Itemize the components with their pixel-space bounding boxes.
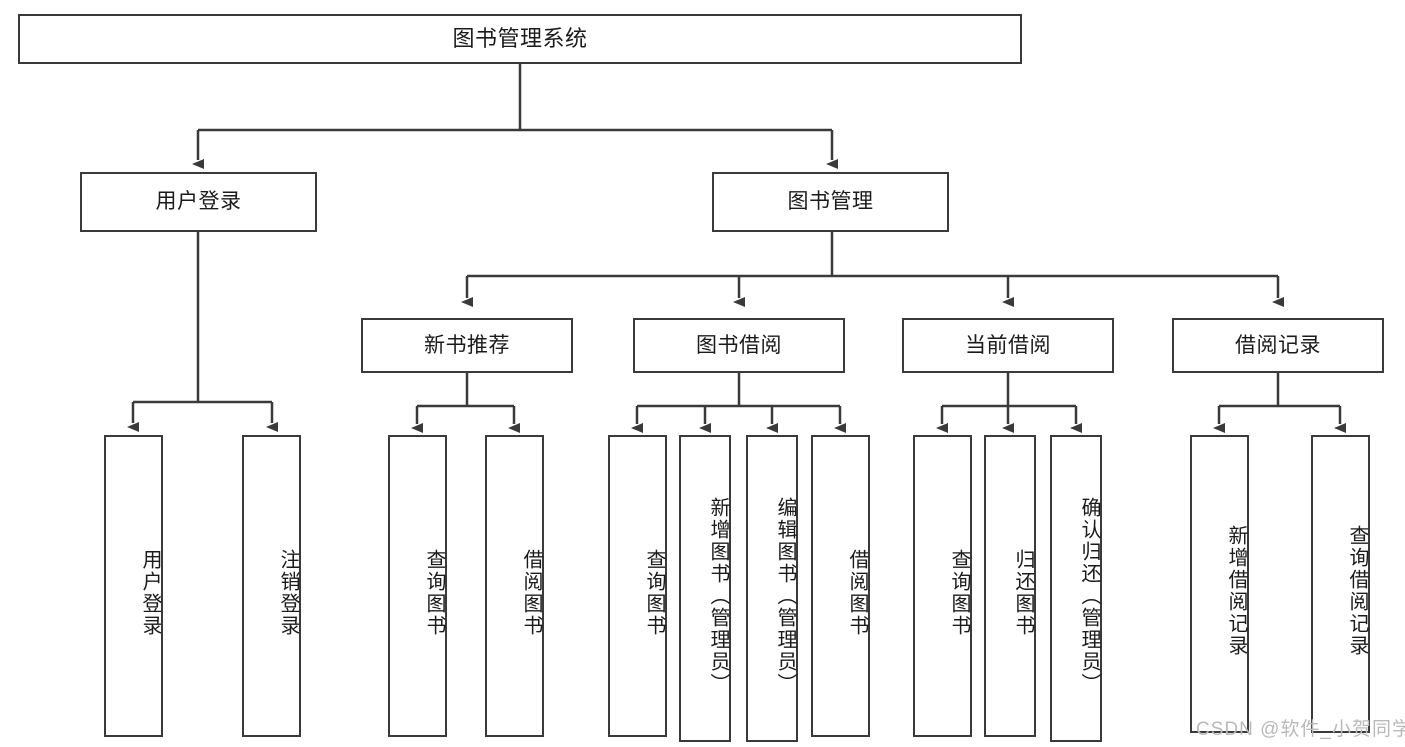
leaf-borrow-record-add[interactable]: 新增借阅记录 [1190,435,1249,733]
node-book-management[interactable]: 图书管理 [712,172,949,232]
node-label: 新书推荐 [424,333,510,357]
leaf-current-borrow-confirm[interactable]: 确认归还（管理员） [1050,435,1102,742]
node-label: 查询图书 [643,549,665,637]
leaf-book-borrow-add[interactable]: 新增图书（管理员） [679,435,731,742]
node-label: 图书管理系统 [452,25,588,51]
node-label: 用户登录 [155,190,242,214]
node-new-book-recommend[interactable]: 新书推荐 [361,318,573,373]
node-label: 新增借阅记录 [1225,525,1247,657]
leaf-book-borrow-query[interactable]: 查询图书 [608,435,667,737]
node-label: 编辑图书（管理员） [774,496,796,695]
node-label: 查询图书 [423,549,445,637]
node-label: 借阅图书 [846,549,868,637]
watermark-csdn: CSDN @软件_小贺同学 [1196,719,1405,740]
leaf-new-book-query[interactable]: 查询图书 [388,435,447,737]
node-label: 查询借阅记录 [1346,525,1368,657]
node-root-system[interactable]: 图书管理系统 [18,14,1022,64]
node-label: 借阅图书 [520,549,542,637]
leaf-borrow-record-query[interactable]: 查询借阅记录 [1311,435,1370,733]
node-user-login[interactable]: 用户登录 [80,172,317,232]
node-book-borrow[interactable]: 图书借阅 [633,318,845,373]
node-label: 新增图书（管理员） [707,496,729,695]
leaf-current-borrow-query[interactable]: 查询图书 [913,435,972,737]
node-label: 查询图书 [948,549,970,637]
node-label: 当前借阅 [965,333,1051,357]
node-label: 确认归还（管理员） [1078,496,1100,695]
leaf-new-book-borrow[interactable]: 借阅图书 [485,435,544,737]
node-label: 用户登录 [139,549,161,637]
leaf-user-login-logout[interactable]: 注销登录 [242,435,301,737]
node-label: 归还图书 [1012,549,1034,637]
node-label: 注销登录 [277,549,299,637]
node-label: 图书借阅 [696,333,782,357]
node-label: 借阅记录 [1235,333,1321,357]
node-borrow-record[interactable]: 借阅记录 [1172,318,1384,373]
leaf-user-login-login[interactable]: 用户登录 [104,435,163,737]
leaf-book-borrow-edit[interactable]: 编辑图书（管理员） [746,435,798,742]
node-label: 图书管理 [787,190,874,214]
node-current-borrow[interactable]: 当前借阅 [902,318,1114,373]
leaf-book-borrow-borrow[interactable]: 借阅图书 [811,435,870,737]
leaf-current-borrow-return[interactable]: 归还图书 [984,435,1036,737]
